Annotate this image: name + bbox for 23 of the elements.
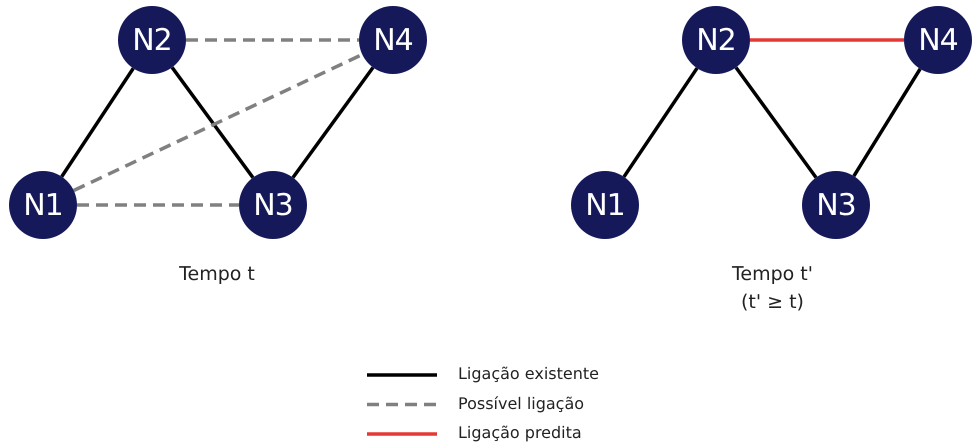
caption: Tempo t	[178, 262, 256, 287]
node-circle: N1	[9, 171, 77, 239]
connector-line	[852, 68, 922, 177]
node-circle: N3	[802, 171, 870, 239]
connector-line	[750, 38, 904, 42]
dashed-line	[186, 38, 359, 42]
connector-line	[734, 66, 818, 179]
connector-line	[60, 67, 135, 178]
connector-line	[292, 66, 374, 179]
node-circle: N1	[571, 171, 639, 239]
node-circle: N4	[359, 6, 427, 74]
connector-line	[622, 67, 698, 178]
node-circle: N2	[682, 6, 750, 74]
node-circle: N3	[239, 171, 307, 239]
legend-text: Ligação existente	[458, 364, 599, 383]
caption: Tempo t' (t' ≥ t)	[731, 262, 814, 315]
node-circle: N2	[118, 6, 186, 74]
node-circle: N4	[904, 6, 972, 74]
legend-text: Ligação predita	[458, 423, 582, 442]
legend-text: Possível ligação	[458, 394, 584, 412]
dashed-line	[77, 203, 239, 207]
dashed-line	[73, 52, 363, 192]
connector-line	[170, 66, 254, 179]
